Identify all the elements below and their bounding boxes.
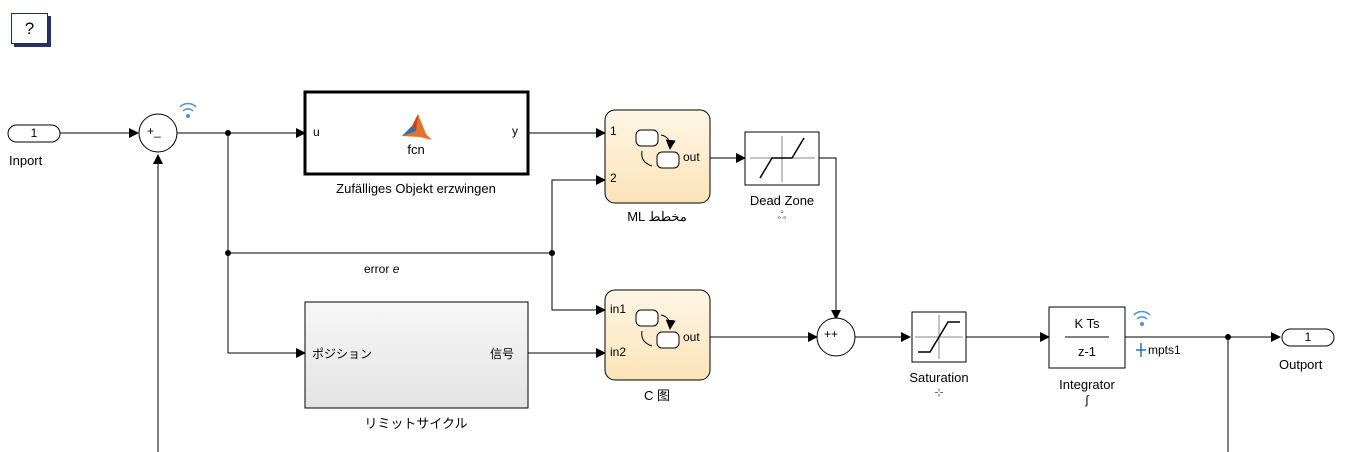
- integrator-numerator: K Ts: [1074, 316, 1100, 331]
- c-in1-label: in1: [610, 302, 627, 316]
- junction-dot: [225, 250, 231, 256]
- junction-dot: [549, 250, 555, 256]
- integrator-denominator: z-1: [1077, 344, 1097, 359]
- fcn-in-port-label: u: [313, 125, 320, 139]
- dead-zone-caption: Dead Zone: [749, 193, 815, 208]
- ml-in1-label: 1: [610, 124, 617, 138]
- signal-lines: [60, 128, 1281, 452]
- limit-cycle-in-label: ポジション: [312, 347, 373, 361]
- dead-zone-sub-caption: ஃ: [777, 210, 787, 222]
- line-to-c-in1: [551, 253, 606, 315]
- c-out-label: out: [683, 330, 700, 344]
- fcn-out-port-label: y: [512, 124, 518, 138]
- mpts-signal-label: mpts1: [1148, 343, 1181, 357]
- junction-dot: [225, 130, 231, 136]
- ml-in2-label: 2: [610, 171, 617, 185]
- sum1-signs: +_: [147, 124, 161, 138]
- outport-label: Outport: [1279, 357, 1323, 372]
- c-in2-label: in2: [610, 345, 627, 359]
- matlab-logo-icon: [402, 114, 432, 140]
- stateflow-icon: [635, 129, 680, 169]
- bus-icon: [1136, 343, 1146, 357]
- inport-block[interactable]: [7, 124, 61, 143]
- fcn-caption: Zufälliges Objekt erzwingen: [336, 181, 496, 196]
- limit-cycle-out-label: 信号: [490, 347, 515, 361]
- test-point-icon: [179, 102, 197, 118]
- junction-dots: [225, 130, 1231, 340]
- line-deadzone-to-sum2: [819, 157, 841, 320]
- sum2-block[interactable]: [816, 317, 856, 357]
- saturation-sub-caption: ⊹: [934, 387, 944, 399]
- ml-out-label: out: [683, 150, 700, 164]
- ml-chart-caption: ML مخطط: [627, 209, 687, 224]
- dead-zone-icon: [750, 136, 815, 182]
- test-point-icon: [1133, 310, 1151, 326]
- sum2-signs: ++: [824, 327, 839, 341]
- junction-dot: [1225, 334, 1231, 340]
- sum1-block[interactable]: [138, 113, 178, 153]
- saturation-caption: Saturation: [909, 370, 969, 385]
- stateflow-icon: [635, 309, 680, 349]
- inport-number: 1: [30, 126, 38, 140]
- fcn-name: fcn: [407, 142, 425, 157]
- c-chart-caption: C 图: [643, 388, 671, 403]
- outport-number: 1: [1304, 330, 1312, 344]
- integrator-caption: Integrator: [1059, 377, 1115, 392]
- inport-label: Inport: [9, 153, 43, 168]
- integrator-sub-caption: ∫: [1085, 393, 1089, 407]
- limit-cycle-subsystem[interactable]: [304, 301, 529, 409]
- limit-cycle-caption: リミットサイクル: [364, 416, 468, 431]
- saturation-icon: [915, 315, 963, 359]
- line-to-ml-in2: [551, 175, 606, 253]
- error-signal-label: error e: [364, 262, 400, 276]
- outport-block[interactable]: [1281, 328, 1335, 347]
- help-button[interactable]: ?: [11, 13, 48, 44]
